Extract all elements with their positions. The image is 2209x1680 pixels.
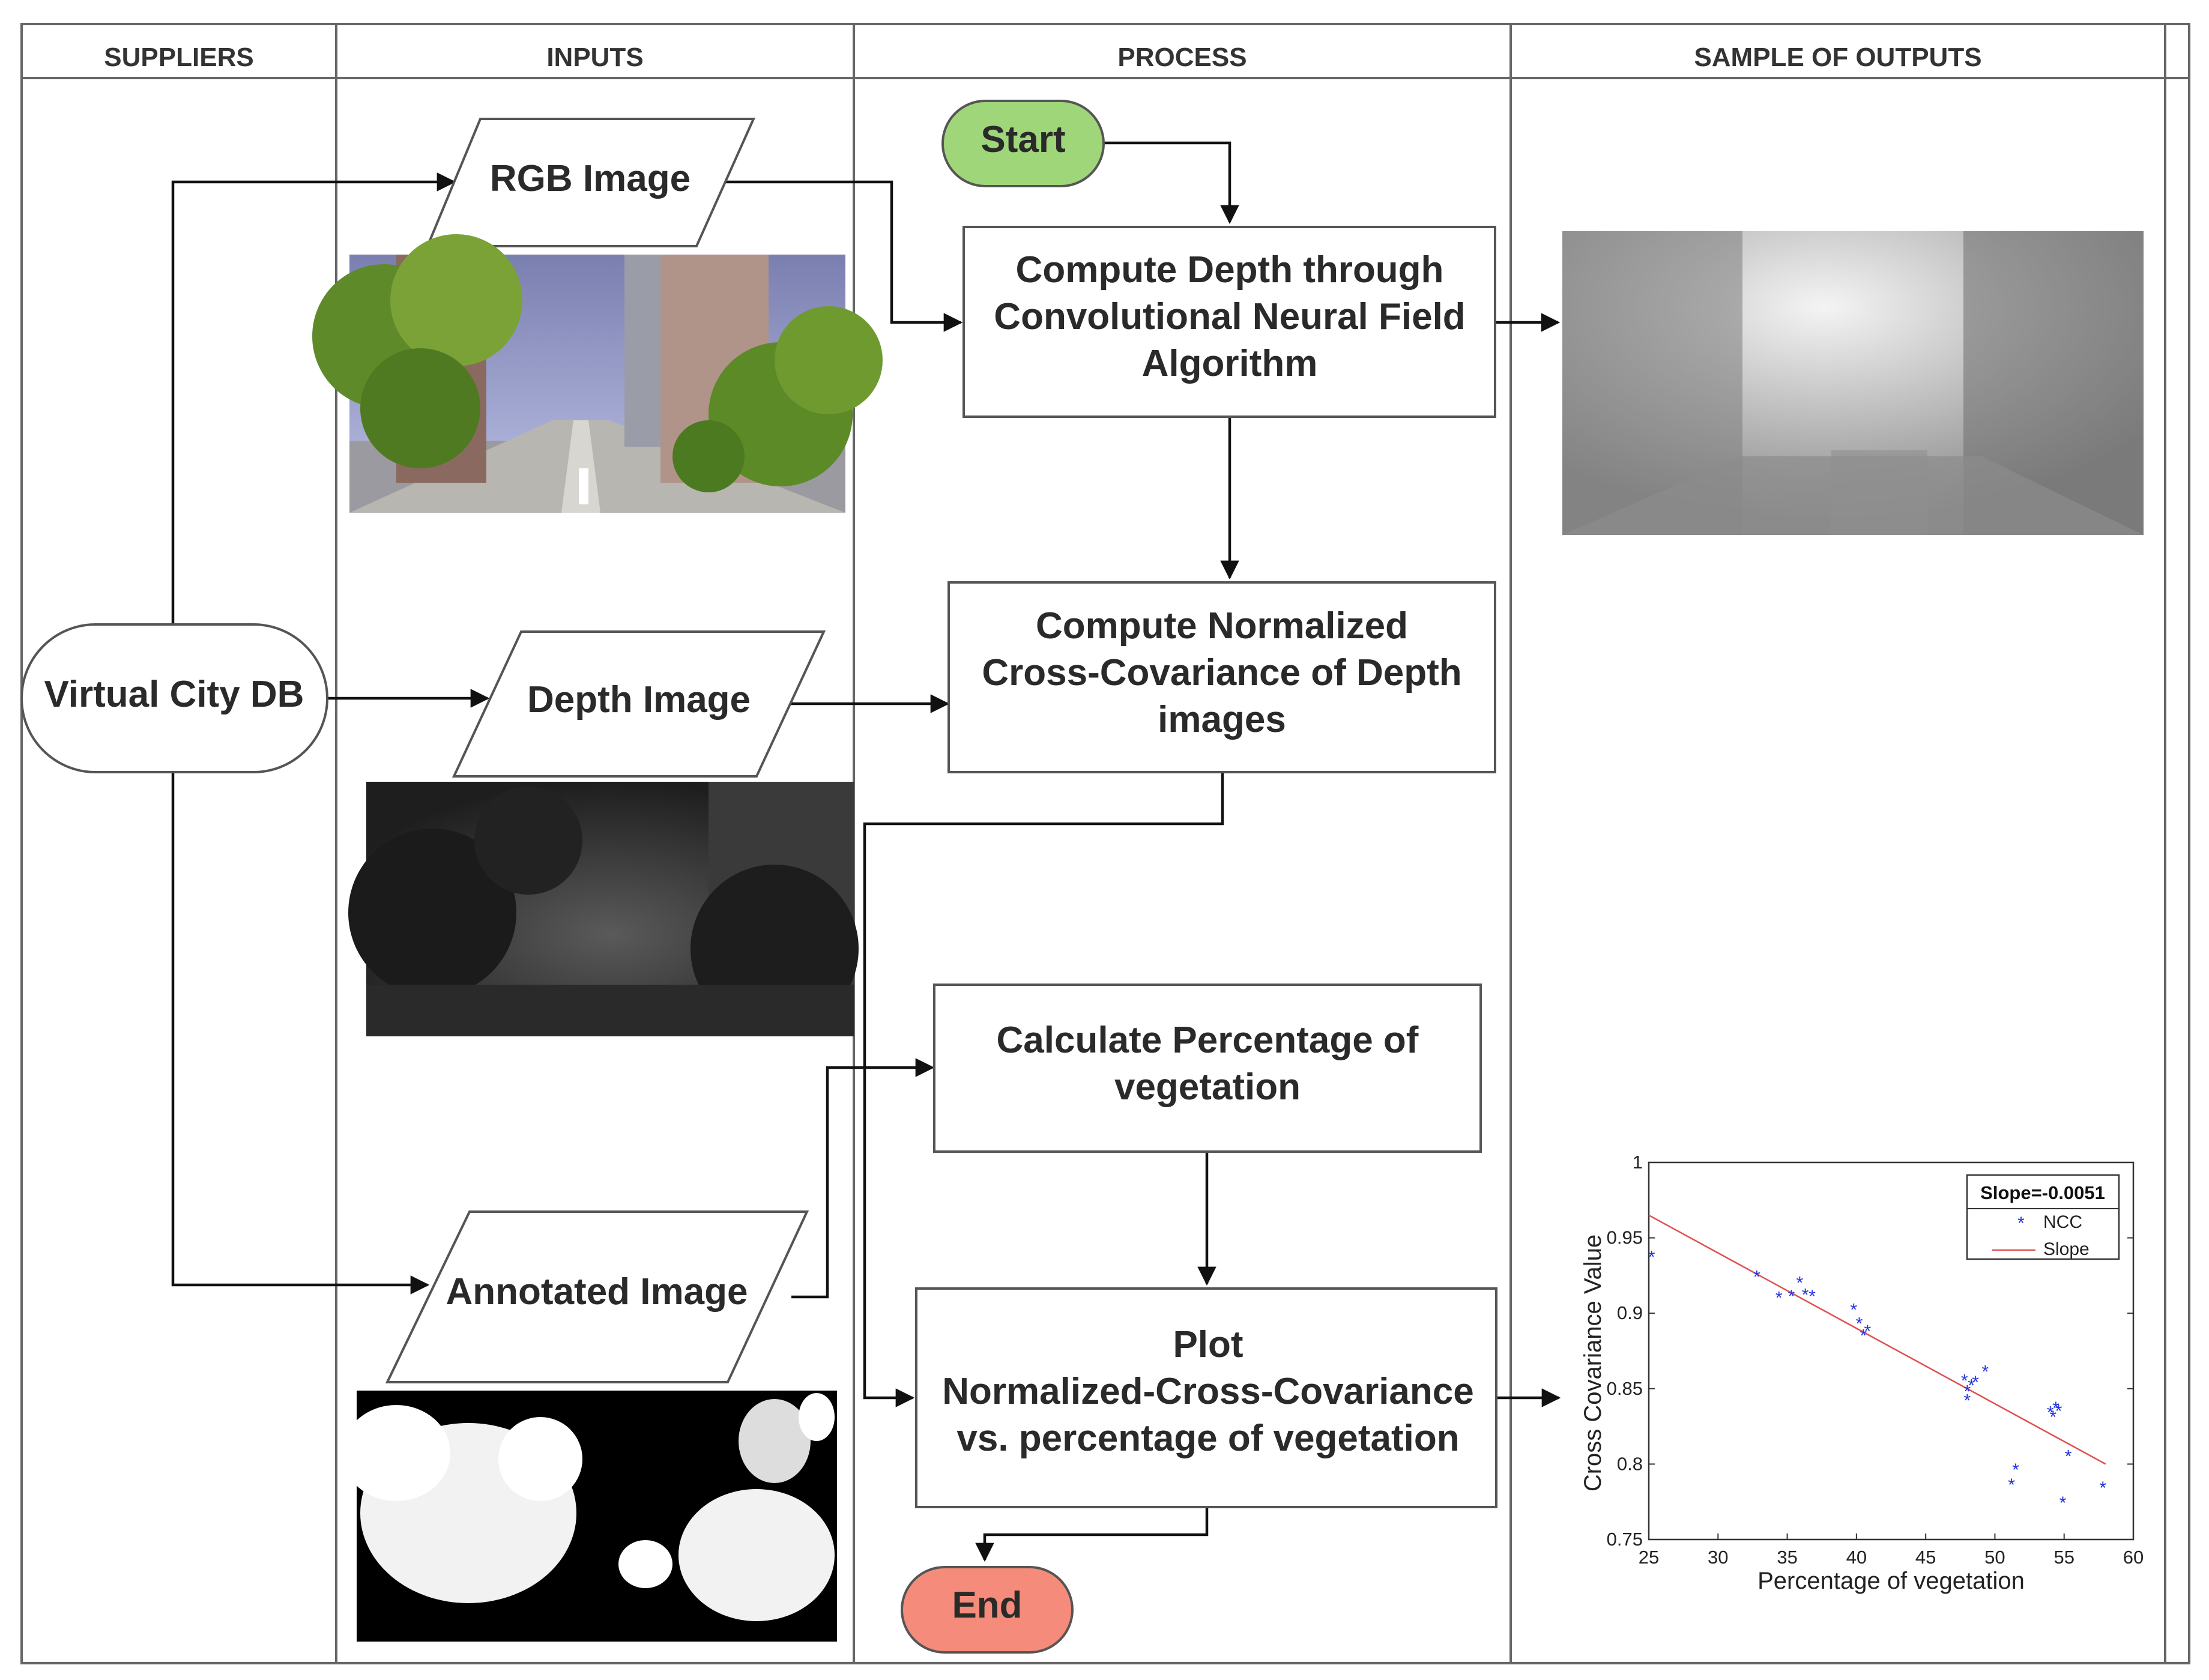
scatter-point: * <box>2099 1478 2106 1498</box>
step-plot-ncc: Plot Normalized-Cross-Covariance vs. per… <box>915 1287 1497 1508</box>
step-compute-depth: Compute Depth through Convolutional Neur… <box>962 226 1496 418</box>
scatter-point: * <box>1961 1371 1968 1391</box>
step-calc-vegetation: Calculate Percentage of vegetation <box>933 984 1482 1153</box>
step-plot-ncc-line-1: Plot <box>1173 1324 1243 1365</box>
scatter-point: * <box>2059 1493 2067 1513</box>
scatter-point: * <box>1753 1267 1760 1287</box>
arrow-annotated-to-step3 <box>791 1058 935 1299</box>
slope-fit-line <box>1648 1214 2106 1465</box>
y-tick-label: 0.9 <box>1617 1302 1643 1323</box>
y-axis-label: Cross Covariance Value <box>1580 1234 1606 1491</box>
end-shape <box>901 1566 1074 1654</box>
scatter-point: * <box>1981 1362 1989 1382</box>
x-tick-label: 55 <box>2053 1547 2074 1568</box>
scatter-point: * <box>2008 1475 2015 1495</box>
scatter-point: * <box>1850 1301 1857 1320</box>
scatter-point: * <box>1860 1326 1867 1346</box>
lane-header-process: PROCESS <box>1117 43 1247 72</box>
scatter-point: * <box>2055 1401 2062 1421</box>
start-terminal: Start <box>941 100 1105 187</box>
scatter-point: * <box>2049 1407 2056 1427</box>
scatter-point: * <box>1775 1289 1783 1308</box>
scatter-point: * <box>1963 1391 1971 1410</box>
depth-map-image <box>348 782 859 1036</box>
end-terminal: End <box>901 1566 1074 1654</box>
lane-header-suppliers: SUPPLIERS <box>104 43 253 72</box>
step-compute-ncc-line-3: images <box>1158 699 1286 740</box>
scatter-point: * <box>1802 1286 1809 1305</box>
step-compute-depth-line-1: Compute Depth through <box>1016 249 1444 291</box>
step-compute-ncc-line-2: Cross-Covariance of Depth <box>982 652 1461 693</box>
x-tick-label: 45 <box>1915 1547 1936 1568</box>
arrow-db-to-rgb <box>171 172 456 624</box>
rgb-image-input: RGB Image <box>426 118 756 247</box>
scatter-point: * <box>2065 1446 2072 1466</box>
output-depth-estimate-image <box>1562 231 2144 535</box>
step-plot-ncc-line-3: vs. percentage of vegetation <box>956 1418 1459 1459</box>
legend: Slope=-0.0051 * NCC Slope <box>1966 1174 2120 1260</box>
x-tick-label: 25 <box>1639 1547 1659 1568</box>
arrow-db-to-annotated <box>171 772 430 1295</box>
x-tick-label: 50 <box>1984 1547 2005 1568</box>
annotated-image-label: Annotated Image <box>446 1271 748 1313</box>
y-tick-label: 1 <box>1633 1152 1643 1173</box>
annotated-image-input: Annotated Image <box>385 1210 809 1383</box>
legend-title: Slope=-0.0051 <box>1980 1182 2105 1203</box>
scatter-point: * <box>1864 1322 1871 1341</box>
step-compute-ncc: Compute Normalized Cross-Covariance of D… <box>947 581 1496 773</box>
legend-ncc-label: NCC <box>2043 1212 2082 1232</box>
x-tick-label: 40 <box>1846 1547 1867 1568</box>
y-tick-label: 0.85 <box>1607 1378 1643 1399</box>
virtual-city-db-label: Virtual City DB <box>44 674 304 715</box>
arrow-start-to-step1 <box>1104 141 1239 225</box>
scatter-point: * <box>2012 1460 2019 1480</box>
annotated-vegetation-image <box>342 1391 837 1642</box>
x-axis-label: Percentage of vegetation <box>1757 1568 2025 1594</box>
scatter-point: * <box>1963 1382 1971 1401</box>
x-tick-label: 35 <box>1777 1547 1797 1568</box>
y-tick-label: 0.75 <box>1607 1529 1643 1550</box>
start-label: Start <box>981 119 1065 160</box>
depth-image-label: Depth Image <box>527 679 751 721</box>
scatter-point: * <box>2052 1398 2059 1418</box>
x-tick-label: 30 <box>1708 1547 1728 1568</box>
end-label: End <box>952 1585 1022 1626</box>
lane-header-inputs: INPUTS <box>546 43 643 72</box>
swimlane-frame <box>20 23 2190 1664</box>
scatter-point: * <box>1856 1314 1863 1334</box>
step-calc-vegetation-line-2: vegetation <box>1114 1066 1301 1108</box>
scatter-point: * <box>1796 1273 1803 1293</box>
x-tick-label: 60 <box>2123 1547 2144 1568</box>
scatter-point: * <box>1972 1373 1979 1392</box>
scatter-point: * <box>1968 1376 1975 1395</box>
scatter-point: * <box>1809 1287 1816 1307</box>
y-tick-label: 0.8 <box>1617 1453 1643 1474</box>
y-tick-label: 0.95 <box>1607 1227 1643 1248</box>
connectors <box>171 141 1561 1562</box>
scatter-point: * <box>1648 1248 1655 1268</box>
rgb-image-label: RGB Image <box>490 158 691 199</box>
scatter-point: * <box>2047 1403 2054 1422</box>
step-calc-vegetation-line-1: Calculate Percentage of <box>997 1020 1419 1061</box>
start-shape <box>941 100 1105 187</box>
virtual-city-db-terminal: Virtual City DB <box>20 623 328 773</box>
arrow-rgb-to-step1 <box>724 180 963 332</box>
rgb-street-image <box>312 234 883 513</box>
step-compute-ncc-line-1: Compute Normalized <box>1036 605 1408 647</box>
arrow-step4-to-end <box>975 1507 1209 1562</box>
step-compute-depth-line-3: Algorithm <box>1142 343 1318 384</box>
lane-header-outputs: SAMPLE OF OUTPUTS <box>1694 43 1981 72</box>
depth-image-input: Depth Image <box>452 630 826 778</box>
legend-slope-label: Slope <box>2043 1239 2090 1259</box>
legend-ncc-marker: * <box>2017 1213 2025 1233</box>
scatter-point: * <box>1788 1287 1795 1307</box>
arrow-step2-to-step4 <box>863 772 1224 1407</box>
step-plot-ncc-line-2: Normalized-Cross-Covariance <box>942 1371 1474 1412</box>
step-compute-depth-line-2: Convolutional Neural Field <box>994 296 1465 337</box>
